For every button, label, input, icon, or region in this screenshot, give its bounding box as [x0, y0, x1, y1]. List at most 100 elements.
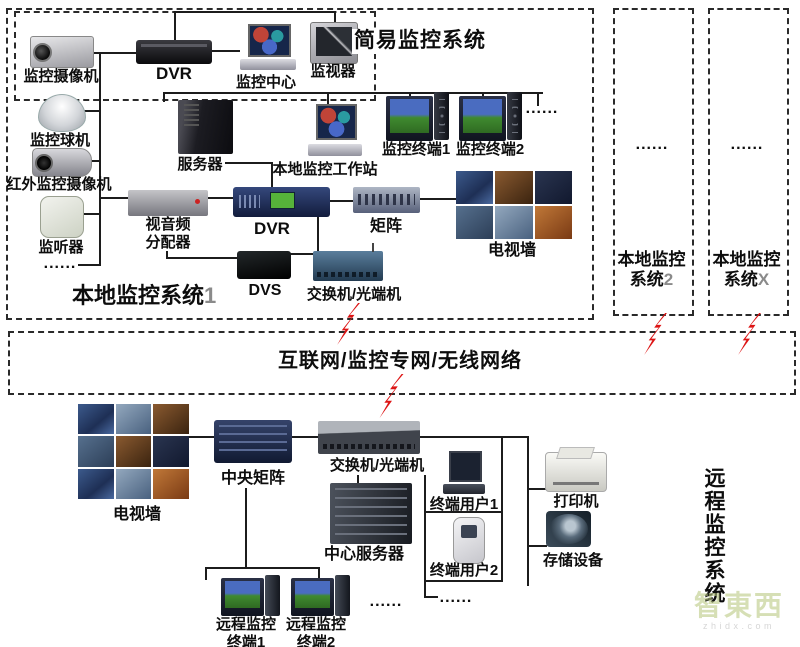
connector-line — [225, 162, 273, 164]
connector-line — [163, 92, 543, 94]
remote-terminal1-tower-image — [265, 575, 280, 616]
connector-line — [317, 216, 319, 256]
ir-camera-image — [32, 148, 92, 177]
central-matrix-label: 中央矩阵 — [220, 470, 285, 487]
lightning-icon — [644, 313, 667, 355]
lightning-icon — [738, 313, 761, 355]
dvr-top-label: DVR — [156, 64, 192, 83]
remote-terminal1-label: 远程监控 终端1 — [215, 616, 276, 647]
connector-line — [501, 438, 503, 582]
connector-line — [290, 253, 318, 255]
connector-line — [527, 488, 547, 490]
terminal2-speaker-image — [507, 92, 522, 140]
remote-terminal2-crt-image — [291, 578, 334, 616]
tv-wall-top-image — [456, 171, 572, 239]
printer-label: 打印机 — [553, 493, 599, 510]
connector-line — [537, 92, 539, 106]
central-matrix-image — [214, 420, 292, 463]
network-band-box — [8, 331, 796, 395]
connector-line — [166, 251, 168, 259]
ellipsis-remote-terminals: ...... — [369, 593, 403, 610]
ellipsis-top: ...... — [525, 100, 559, 117]
connector-line — [245, 488, 247, 569]
storage-label: 存储设备 — [542, 552, 603, 569]
switch-bottom-image — [318, 421, 420, 454]
connector-line — [205, 567, 320, 569]
terminal-user2-label: 终端用户2 — [429, 562, 499, 579]
dvr-rack-image — [233, 187, 330, 217]
dvr-top-image — [136, 40, 212, 64]
av-distributor-label: 视音频 分配器 — [145, 216, 191, 251]
switch-top-label: 交换机/光端机 — [306, 286, 402, 303]
local-system-x-title: 本地监控 系统X — [712, 250, 781, 290]
matrix-image — [353, 187, 420, 213]
connector-line — [80, 213, 100, 215]
workstation-label: 本地监控工作站 — [272, 161, 378, 178]
connector-line — [82, 110, 100, 112]
connector-line — [357, 472, 359, 487]
connector-line — [424, 511, 503, 513]
workstation-laptop-image — [308, 104, 362, 156]
local-system-x-ellipsis: ...... — [730, 136, 764, 153]
local-system-2-title: 本地监控 系统2 — [617, 250, 686, 290]
server-label: 服务器 — [177, 156, 223, 173]
remote-terminal1-crt-image — [221, 578, 264, 616]
connector-line — [424, 580, 503, 582]
network-band-label: 互联网/监控专网/无线网络 — [277, 350, 523, 372]
terminal-user1-label: 终端用户1 — [429, 496, 499, 513]
listener-image — [40, 196, 84, 238]
connector-line — [334, 11, 336, 25]
terminal2-crt-image — [459, 96, 506, 141]
connector-line — [207, 197, 233, 199]
server-tower-image — [178, 100, 233, 154]
remote-system-title: 远程监控系统 — [702, 467, 725, 605]
connector-line — [330, 200, 354, 202]
connector-line — [99, 52, 101, 266]
dvs-label: DVS — [248, 282, 282, 299]
lightning-icon — [379, 374, 404, 418]
watermark-domain: zhidx.com — [702, 621, 775, 631]
switch-top-image — [313, 251, 383, 281]
connector-line — [88, 160, 100, 162]
connector-line — [189, 436, 215, 438]
connector-line — [527, 545, 547, 547]
watermark: 智東西 zhidx.com — [684, 592, 794, 631]
remote-terminal2-tower-image — [335, 575, 350, 616]
local-system-1-title: 本地监控系统1 — [72, 283, 217, 308]
remote-terminal2-label: 远程监控 终端2 — [285, 616, 346, 647]
ellipsis-left: ...... — [43, 255, 77, 272]
connector-line — [163, 92, 165, 102]
ir-camera-label: 红外监控摄像机 — [6, 176, 112, 193]
connector-line — [92, 52, 138, 54]
connector-line — [318, 567, 320, 580]
matrix-label: 矩阵 — [369, 218, 402, 235]
listener-label: 监听器 — [38, 239, 84, 256]
connector-line — [205, 567, 207, 580]
dome-camera-label: 监控球机 — [29, 132, 90, 149]
monitor-label: 监视器 — [310, 63, 356, 80]
connector-line — [174, 11, 336, 13]
dvs-image — [237, 251, 291, 279]
terminal1-label: 监控终端1 — [381, 141, 451, 158]
surveillance-camera-image — [30, 36, 94, 68]
connector-line — [166, 257, 238, 259]
storage-device-image — [546, 511, 591, 547]
terminal-user2-handheld-image — [453, 517, 485, 564]
connector-line — [78, 264, 100, 266]
simple-system-title: 简易监控系统 — [352, 29, 488, 54]
connector-line — [420, 436, 529, 438]
av-distributor-image — [128, 190, 208, 216]
printer-image — [545, 447, 607, 492]
connector-line — [292, 436, 319, 438]
camera-label: 监控摄像机 — [23, 68, 99, 85]
connector-line — [99, 197, 131, 199]
connector-line — [424, 472, 426, 598]
camera-lens-icon — [33, 43, 52, 62]
terminal-user1-laptop-image — [443, 451, 485, 494]
local-system-1-box — [6, 8, 594, 320]
monitoring-center-laptop-image — [240, 24, 296, 70]
center-server-image — [330, 483, 412, 544]
connector-line — [327, 92, 329, 105]
terminal1-crt-image — [386, 96, 433, 141]
